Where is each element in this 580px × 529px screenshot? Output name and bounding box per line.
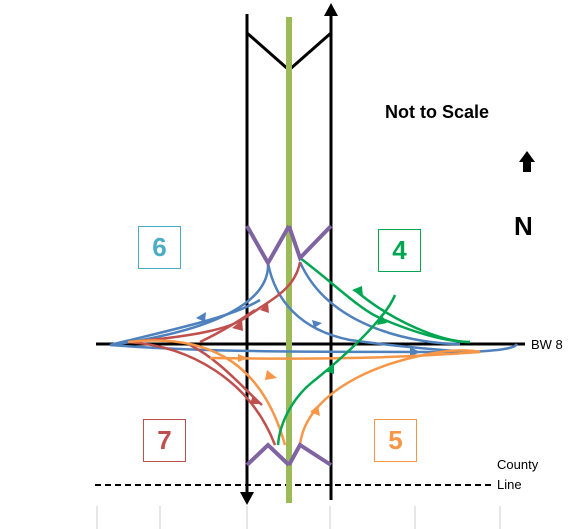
county-line-label-line1: County [497, 457, 539, 472]
quadrant-label: 5 [388, 425, 403, 455]
northbound-arrowhead [324, 3, 338, 16]
purple-ramp-ends [245, 224, 333, 467]
blue-direction-arrows [196, 312, 420, 357]
quadrant-label: 6 [152, 232, 167, 262]
quadrant-7-box: 7 [143, 419, 186, 462]
quadrant-4-box: 4 [378, 229, 421, 272]
north-label: N [514, 211, 533, 241]
scale-note: Not to Scale [385, 102, 490, 122]
orange-ramps [127, 339, 481, 446]
green-direction-arrows [325, 286, 387, 374]
county-line-label: County Line [497, 455, 538, 495]
quadrant-label: 7 [157, 425, 172, 455]
county-line-label-line2: Line [497, 477, 522, 492]
quadrant-5-box: 5 [374, 419, 417, 462]
bottom-ticks [96, 506, 501, 529]
quadrant-6-box: 6 [138, 226, 181, 269]
road-name-label: BW 8 [531, 337, 563, 352]
arrow-up-icon [519, 151, 535, 172]
southbound-arrowhead [240, 492, 254, 505]
quadrant-label: 4 [392, 235, 407, 265]
orange-direction-arrows [238, 354, 320, 416]
red-direction-arrows [232, 303, 269, 404]
